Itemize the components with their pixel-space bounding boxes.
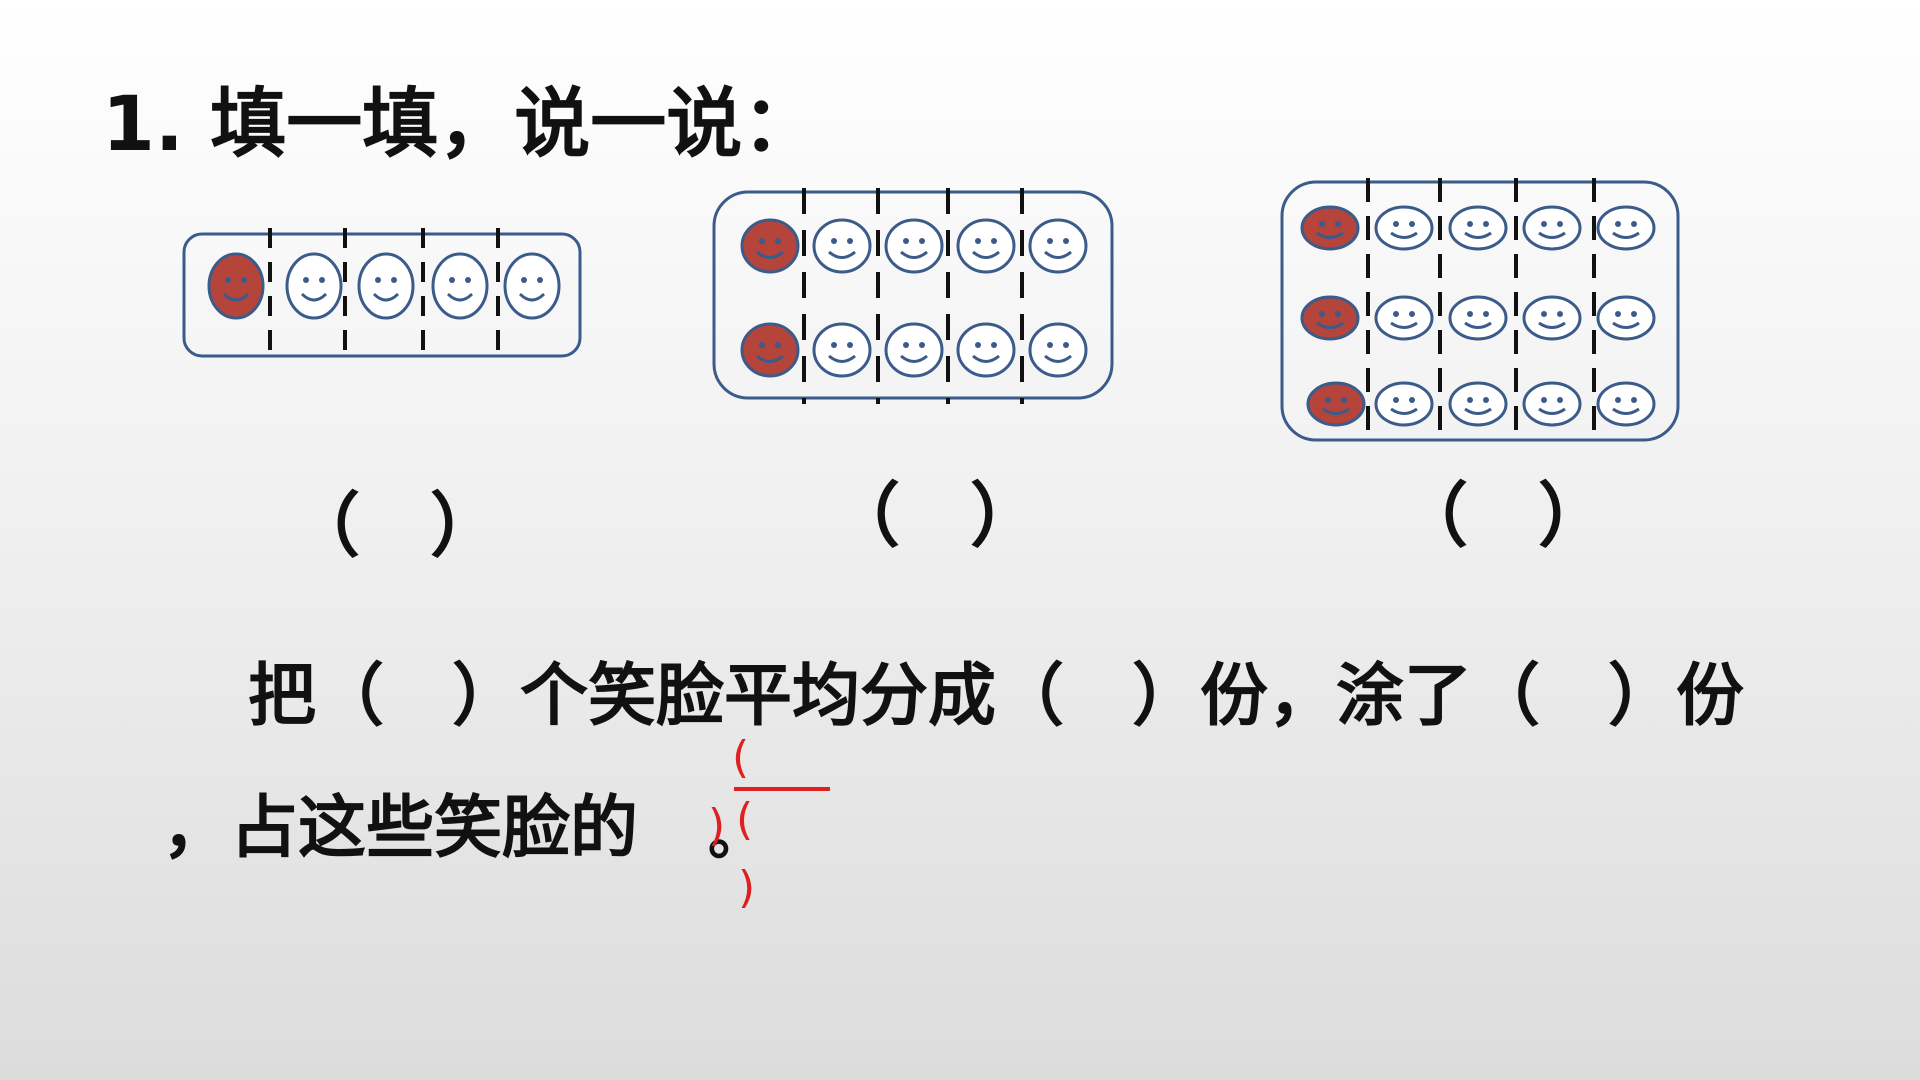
- shaded-smiley: [740, 218, 800, 274]
- group-frame: [182, 232, 582, 358]
- smiley: [1374, 295, 1434, 341]
- smiley: [956, 218, 1016, 274]
- smiley-row: [207, 252, 561, 320]
- fraction-stray-paren: ): [708, 800, 726, 851]
- smiley-row-3: [1306, 381, 1656, 427]
- fraction-bar: [734, 787, 830, 791]
- divider-lines: [1366, 178, 1596, 444]
- smiley: [812, 218, 872, 274]
- sentence-line-2: ，占这些笑脸的: [162, 789, 639, 868]
- fraction-numerator-paren: (: [732, 732, 750, 783]
- smiley: [1596, 205, 1656, 251]
- shaded-smiley: [1300, 295, 1360, 341]
- smiley: [1596, 381, 1656, 427]
- smiley: [503, 252, 561, 320]
- smiley: [956, 322, 1016, 378]
- answer-blank-2[interactable]: （ ）: [830, 475, 1040, 557]
- smiley: [1374, 205, 1434, 251]
- smiley: [1448, 295, 1508, 341]
- smiley: [1028, 322, 1088, 378]
- divider-lines: [268, 228, 500, 356]
- smiley: [1374, 381, 1434, 427]
- answer-blank-1[interactable]: （ ）: [290, 485, 500, 567]
- shaded-smiley: [740, 322, 800, 378]
- smiley-row-2: [1300, 295, 1656, 341]
- smiley-row-2: [740, 322, 1088, 378]
- smiley-row-1: [740, 218, 1088, 274]
- smiley: [1448, 381, 1508, 427]
- smiley: [1596, 295, 1656, 341]
- shaded-smiley: [1300, 205, 1360, 251]
- smiley: [357, 252, 415, 320]
- group-frame: [712, 190, 1114, 400]
- fraction-denominator-paren: (: [736, 794, 754, 845]
- smiley: [1522, 205, 1582, 251]
- exercise-title: 1. 填一填，说一说：: [102, 79, 819, 168]
- smiley-row-1: [1300, 205, 1656, 251]
- shaded-smiley: [1306, 381, 1366, 427]
- smiley: [1028, 218, 1088, 274]
- group-frame: [1280, 180, 1680, 442]
- smiley: [1522, 381, 1582, 427]
- smiley: [1522, 295, 1582, 341]
- smiley-group-3: [1280, 178, 1680, 444]
- smiley: [884, 218, 944, 274]
- smiley: [884, 322, 944, 378]
- smiley: [1448, 205, 1508, 251]
- fraction-bottom-paren: ): [738, 862, 756, 913]
- answer-blank-3[interactable]: （ ）: [1398, 475, 1608, 557]
- smiley: [431, 252, 489, 320]
- smiley-group-1: [182, 228, 582, 358]
- sentence-line-1: 把（ ）个笑脸平均分成（ ）份，涂了（ ）份: [248, 657, 1745, 736]
- shaded-smiley: [207, 252, 265, 320]
- smiley-group-2: [712, 188, 1114, 404]
- sentence-period: 。: [708, 803, 764, 868]
- smiley: [812, 322, 872, 378]
- smiley: [285, 252, 343, 320]
- divider-lines: [802, 188, 1024, 404]
